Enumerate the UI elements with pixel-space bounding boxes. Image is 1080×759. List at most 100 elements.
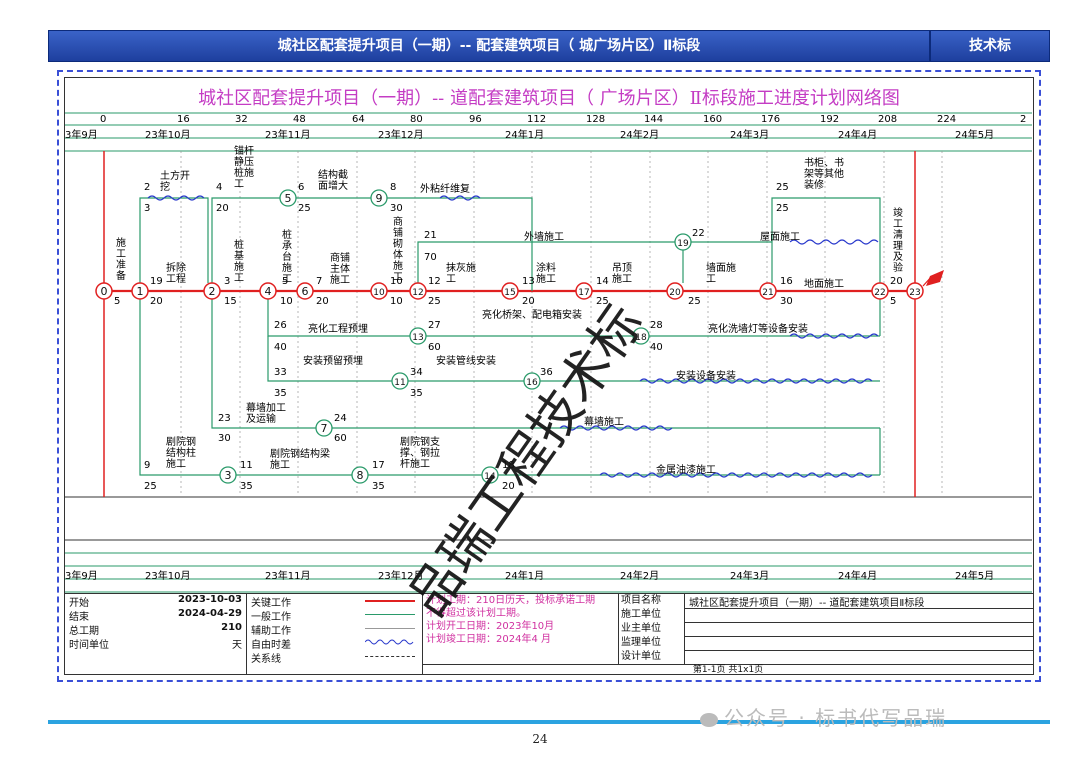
dur: 5 [114,296,121,307]
legend-aux: 辅助工作 [251,626,291,637]
svg-text:7: 7 [321,422,328,435]
tick: 16 [177,114,190,125]
dur: 40 [650,342,663,353]
info-label-supervisor: 监理单位 [621,637,661,648]
legend-relation-line [365,656,415,657]
month: 23年12月 [378,130,424,141]
svg-text:5: 5 [285,192,292,205]
svg-text:12: 12 [412,288,423,298]
top-scale [65,112,1032,152]
node-20: 20 [666,282,684,300]
dur: 5 [282,276,289,287]
dur: 13 [522,276,535,287]
dur: 25 [298,203,311,214]
dur: 34 [410,367,423,378]
month: 24年2月 [620,571,660,582]
tick: 208 [878,114,898,125]
footer-rule [48,720,1050,724]
legend-unit-label: 时间单位 [69,640,109,651]
task-steel-brace: 剧院钢支撑、钢拉杆施工 [400,437,440,470]
svg-text:8: 8 [357,469,364,482]
svg-text:10: 10 [373,288,385,298]
task-metal-paint: 金属油漆施工 [656,465,716,476]
legend-start-label: 开始 [69,598,89,609]
svg-text:20: 20 [669,288,681,298]
task-ceiling: 吊顶施工 [612,263,632,285]
month: 24年4月 [838,571,878,582]
dur: 6 [298,182,305,193]
month: 24年4月 [838,130,878,141]
task-paint: 涂料施工 [536,263,556,285]
tick: 2 [1020,114,1027,125]
task-exterior: 外墙施工 [524,232,564,243]
legend-critical: 关键工作 [251,598,291,609]
node-4: 4 [259,282,277,300]
dur: 20 [522,296,535,307]
node-19: 19 [674,233,692,251]
dur: 60 [334,433,347,444]
task-install-pre: 安装预留预埋 [303,356,363,367]
dur: 20 [502,481,515,492]
social-text: 公众号 · 标书代写品瑞 [724,706,948,730]
dur: 18 [502,460,515,471]
task-plaster: 抹灰施工 [446,263,476,285]
svg-text:15: 15 [504,288,515,298]
node-16: 16 [523,372,541,390]
month: 24年3月 [730,130,770,141]
legend-aux-line [365,628,415,629]
task-pile: 桩基施工 [234,240,244,284]
dur: 10 [390,276,403,287]
dur: 24 [334,413,347,424]
dur: 4 [216,182,223,193]
dur: 35 [240,481,253,492]
header-tag: 技术标 [929,31,1049,61]
dur: 25 [776,203,789,214]
legend-total-label: 总工期 [69,626,99,637]
note-2: 不得超过该计划工期。 [426,608,526,619]
node-13: 13 [409,327,427,345]
tick: 176 [761,114,781,125]
footer-table: 开始 2023-10-03 结束 2024-04-29 总工期 210 时间单位… [65,593,1033,675]
month: 3年9月 [65,571,98,582]
month: 23年11月 [265,130,311,141]
dur: 22 [692,228,705,239]
tick: 160 [703,114,723,125]
legend-normal: 一般工作 [251,612,291,623]
nodes: 0 1 2 4 6 10 12 15 17 20 21 22 23 5 9 19… [95,189,924,484]
dur: 25 [688,296,701,307]
node-3: 3 [219,466,237,484]
node-15: 15 [501,282,519,300]
dur: 8 [390,182,397,193]
node-1: 1 [131,282,149,300]
legend-unit-value: 天 [232,640,242,651]
task-struct: 结构截面增大 [318,170,348,192]
svg-text:11: 11 [394,378,405,388]
legend-relation: 关系线 [251,654,281,665]
month: 24年1月 [505,571,545,582]
month-row-top: 3年9月 23年10月 23年11月 23年12月 24年1月 24年2月 24… [65,126,1032,141]
dur: 23 [218,413,231,424]
tick: 144 [644,114,664,125]
tick: 64 [352,114,365,125]
legend-end-value: 2024-04-29 [178,608,242,619]
task-clean: 竣工清理及验 [893,208,903,274]
task-wall: 墙面施工 [706,263,736,285]
month: 24年2月 [620,130,660,141]
node-10: 10 [370,282,388,300]
page-info: 第1-1页 共1x1页 [423,664,1033,675]
dur: 25 [596,296,609,307]
svg-text:2: 2 [209,285,216,298]
note-4: 计划竣工日期：2024年4 月 [426,634,551,645]
month: 24年1月 [505,130,545,141]
dur: 2 [144,182,151,193]
legend-float: 自由时差 [251,640,291,651]
svg-text:19: 19 [677,239,689,249]
svg-text:0: 0 [101,285,108,298]
task-masonry: 商铺砌体施工 [393,217,403,283]
task-pile-static: 锚杆静压桩施工 [234,146,254,190]
dur: 25 [428,296,441,307]
node-17: 17 [575,282,593,300]
svg-text:6: 6 [302,285,309,298]
dur: 7 [316,276,323,287]
task-floor: 地面施工 [804,279,844,290]
